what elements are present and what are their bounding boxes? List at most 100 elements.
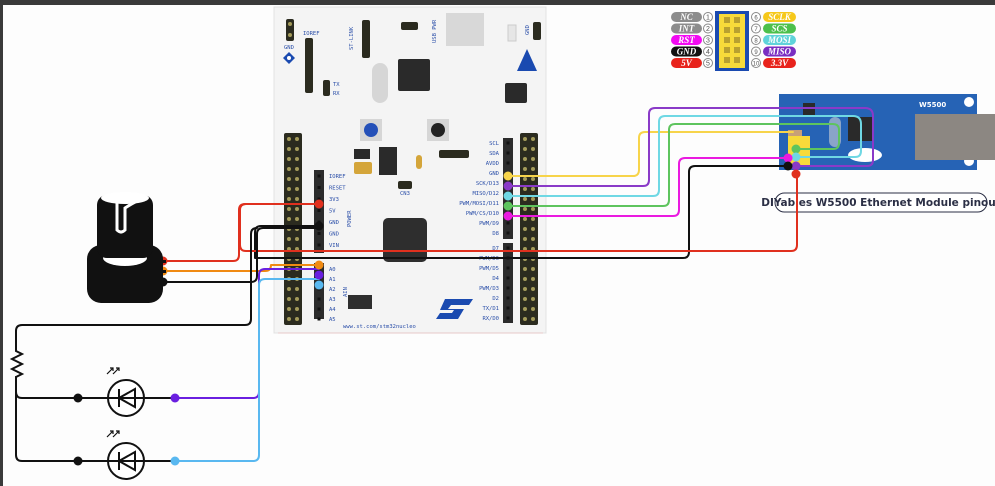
wire-cs [507,123,840,207]
wire-photodiode-ground [15,376,109,399]
morpho-pin [287,217,291,221]
legend-pill [763,35,796,45]
legend-pin-name: SCS [771,24,787,34]
label-gnd-left: GND [284,45,294,51]
morpho-pin [287,177,291,181]
morpho-pin [531,137,535,141]
module-pin-dot [791,169,801,179]
morpho-connector-icon [283,52,295,64]
morpho-pin [287,287,291,291]
pin-dot-a0 [314,260,324,270]
power-pin-label: IOREF [329,174,346,180]
morpho-pin [523,317,527,321]
module-pin-dot [791,161,801,171]
legend-pin-number: 1 [706,15,710,22]
crystal [372,63,388,103]
resistor [9,345,25,383]
module-pin-dot [791,152,801,162]
module-pin-dot [791,144,801,154]
header-pin [506,231,510,235]
photodiode-2 [106,430,145,480]
stlink-mcu-chip [398,59,430,91]
legend-header-pin [724,47,730,53]
user-button[interactable] [364,123,378,137]
digital-pin-label: D2 [492,296,499,302]
morpho-pin [523,237,527,241]
analog-pin-label: A1 [329,277,336,283]
morpho-pin [531,227,535,231]
legend-pin-number-badge [703,58,713,68]
legend-pin-number: 10 [753,62,760,68]
morpho-pin [531,317,535,321]
led [507,24,517,42]
morpho-pin [287,137,291,141]
analog-pin-label: A4 [329,307,336,313]
power-pin-label: 3V3 [329,197,339,203]
fuse [416,155,422,169]
reset-button[interactable] [431,123,445,137]
wire-photodiode-signal [174,278,320,462]
legend-pill [763,12,796,22]
legend-pin-name: RST [677,35,695,45]
morpho-pin [287,237,291,241]
wire-resistor-gnd [15,227,258,346]
morpho-pin [523,207,527,211]
wiring-diagram: GND IOREF TX RX ST-LINK USB PWR GND [9,6,995,480]
legend-pin-number-badge [703,46,713,57]
legend-pill [763,23,796,34]
label-rx: RX [333,91,340,97]
potentiometer [87,192,166,303]
legend-header-body [719,14,745,68]
gnd-jumper-left [286,19,294,41]
digital-pin-label: PWM/D9 [479,221,499,227]
legend-pin-number: 4 [706,49,710,56]
morpho-pin [523,217,527,221]
header-pin [317,307,321,311]
header-pin [506,141,510,145]
power-pin-label: GND [329,220,339,226]
header-pin [317,174,321,178]
header-pin [317,243,321,247]
legend-header-pin [724,17,730,23]
morpho-pin [295,297,299,301]
wire-end-dot [170,456,180,466]
legend-pin-number: 7 [754,27,758,33]
legend-pill [671,58,702,68]
diyables-logo [848,148,882,162]
pin-dot-d13 [503,171,513,181]
digital-pin-label: D4 [492,276,499,282]
st-logo [436,299,473,319]
header-pin [317,186,321,189]
legend-pin-number: 9 [754,50,758,56]
ioref-header [305,38,313,93]
header-pin [317,209,321,212]
legend-header-pin [724,27,730,33]
digital-pin-label: PWM/MOSI/D11 [459,201,499,207]
morpho-pin [523,267,527,271]
analog-group-label: AIN [343,287,349,297]
morpho-pin [531,277,535,281]
legend-header-pin [724,37,730,43]
legend-pin-name: MOSI [767,35,792,45]
w5500-module: W5500 [779,94,995,170]
morpho-pin [287,197,291,201]
digital-pin-label: D7 [492,246,499,252]
morpho-pin [287,317,291,321]
legend-header-pin [734,57,740,63]
tx-rx-jumpers [323,80,330,96]
stlink-header [362,20,370,58]
wire-mosi [507,115,862,197]
morpho-pin [531,147,535,151]
main-mcu-chip [383,218,427,262]
light-arrows-icon [106,367,120,375]
wire-pot-vcc [162,203,320,262]
morpho-pin [523,137,527,141]
wire-pot-gnd [162,227,320,283]
header-pin [317,197,321,201]
morpho-pin [295,307,299,311]
morpho-pin [295,137,299,141]
rj45-jack [915,114,995,160]
header-pin [506,221,510,225]
pin-dot-a2 [314,280,324,290]
